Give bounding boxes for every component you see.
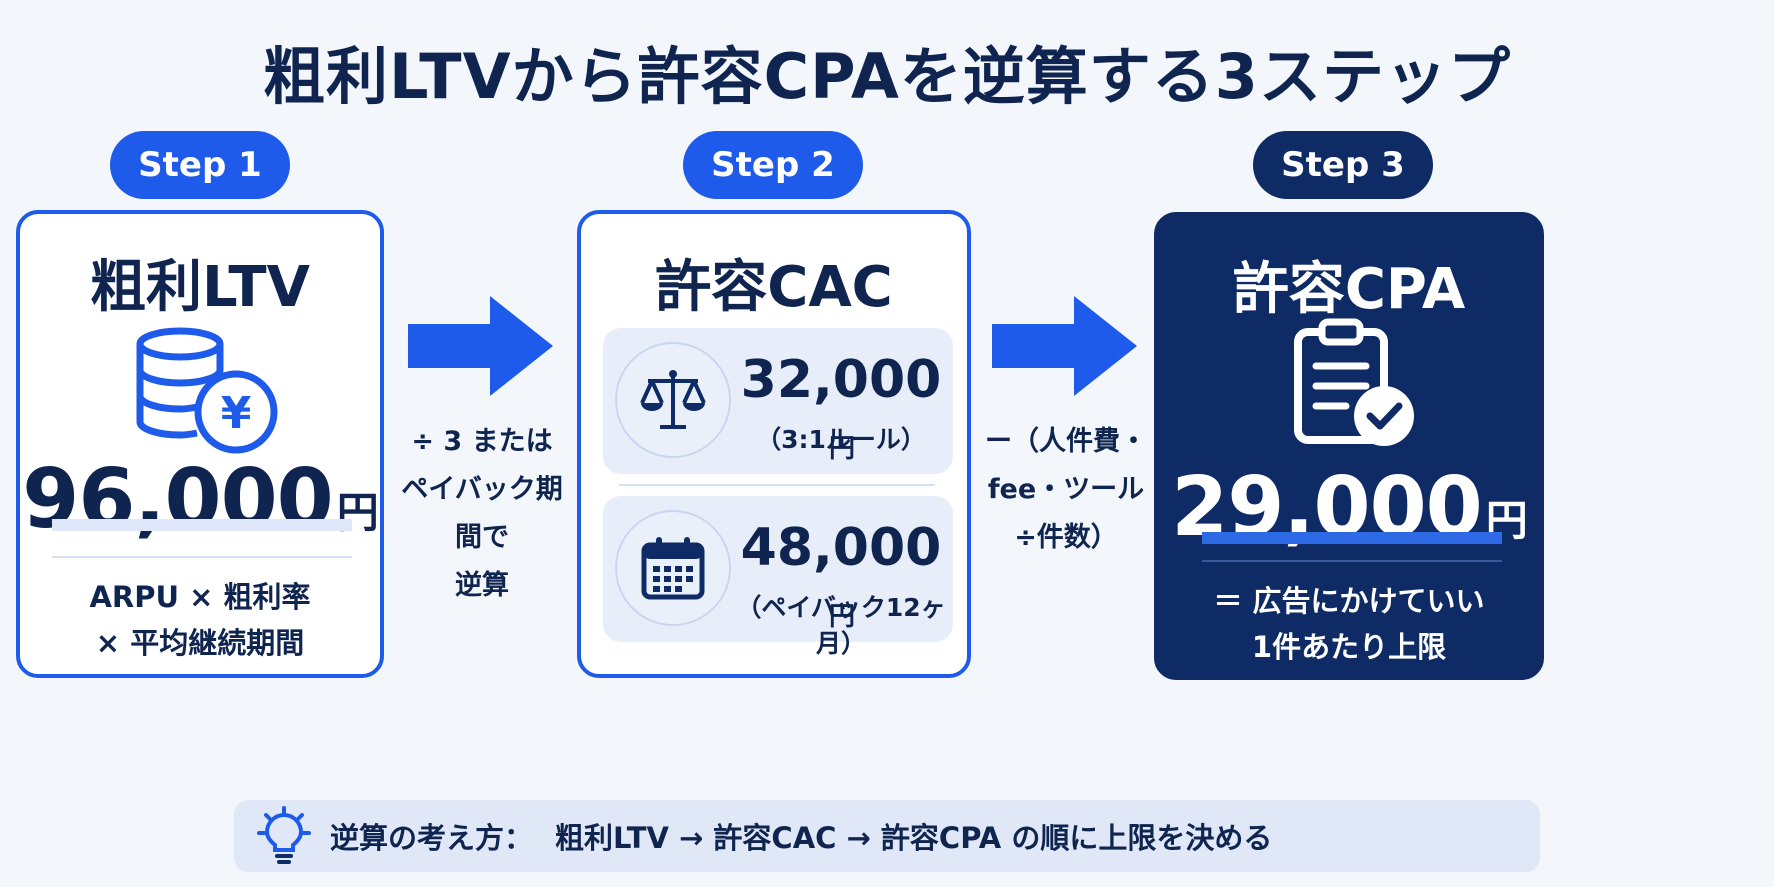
cac-payback-value: 48,000円 — [740, 518, 942, 632]
page-title: 粗利LTVから許容CPAを逆算する3ステップ — [263, 40, 1511, 113]
step3-title: 許容CPA — [1232, 257, 1466, 322]
step1-desc: ARPU × 粗利率 × 平均継続期間 — [89, 580, 311, 660]
bottom-summary: 逆算の考え方： 粗利LTV → 許容CAC → 許容CPA の順に上限を決める — [234, 800, 1540, 872]
arrow-right-icon — [408, 296, 553, 400]
cac-option-payback: 48,000円 （ペイバック12ヶ月） — [603, 496, 953, 658]
svg-text:¥: ¥ — [221, 388, 252, 439]
step2-card: 許容CAC 32,000円 （3:1ルール） — [577, 210, 971, 678]
step1-divider — [52, 556, 352, 558]
step3-desc: ＝ 広告にかけていい 1件あたり上限 — [1213, 584, 1485, 664]
cac-ratio-value: 32,000円 — [740, 350, 942, 464]
bottom-flow: 粗利LTV → 許容CAC → 許容CPA の順に上限を決める — [555, 821, 1273, 855]
coins-yen-icon: ¥ — [132, 326, 282, 456]
step3-divider — [1202, 560, 1502, 562]
step1-value-underline — [52, 519, 352, 531]
step3-card: 許容CPA 29,000円 ＝ 広告にかけていい 1件あたり上限 — [1154, 212, 1544, 680]
step1-card: 粗利LTV ¥ 96,000円 ARPU × 粗利率 × 平均継続期間 — [16, 210, 384, 678]
step3-value-underline — [1202, 532, 1502, 544]
arrow2-text: ー（人件費・ fee・ツール ÷件数） — [985, 426, 1147, 553]
bottom-label: 逆算の考え方： — [330, 821, 534, 855]
step2-pill: Step 2 — [683, 131, 863, 199]
step1-value: 96,000円 — [22, 452, 378, 547]
step2-title: 許容CAC — [655, 255, 893, 320]
step1-pill: Step 1 — [110, 131, 290, 199]
cac-payback-note: （ペイバック12ヶ月） — [736, 593, 946, 658]
step3-pill: Step 3 — [1253, 131, 1433, 199]
scale-icon — [615, 342, 731, 458]
cac-ratio-note: （3:1ルール） — [756, 425, 926, 454]
lightbulb-icon — [256, 806, 312, 866]
calendar-icon — [615, 510, 731, 626]
step1-title: 粗利LTV — [90, 255, 310, 320]
step2-divider — [619, 484, 935, 486]
arrow1-text: ÷ 3 または ペイバック期間で 逆算 — [401, 426, 563, 601]
clipboard-check-icon — [1288, 316, 1418, 450]
cac-option-ratio: 32,000円 （3:1ルール） — [603, 328, 953, 474]
arrow-right-icon — [992, 296, 1137, 400]
